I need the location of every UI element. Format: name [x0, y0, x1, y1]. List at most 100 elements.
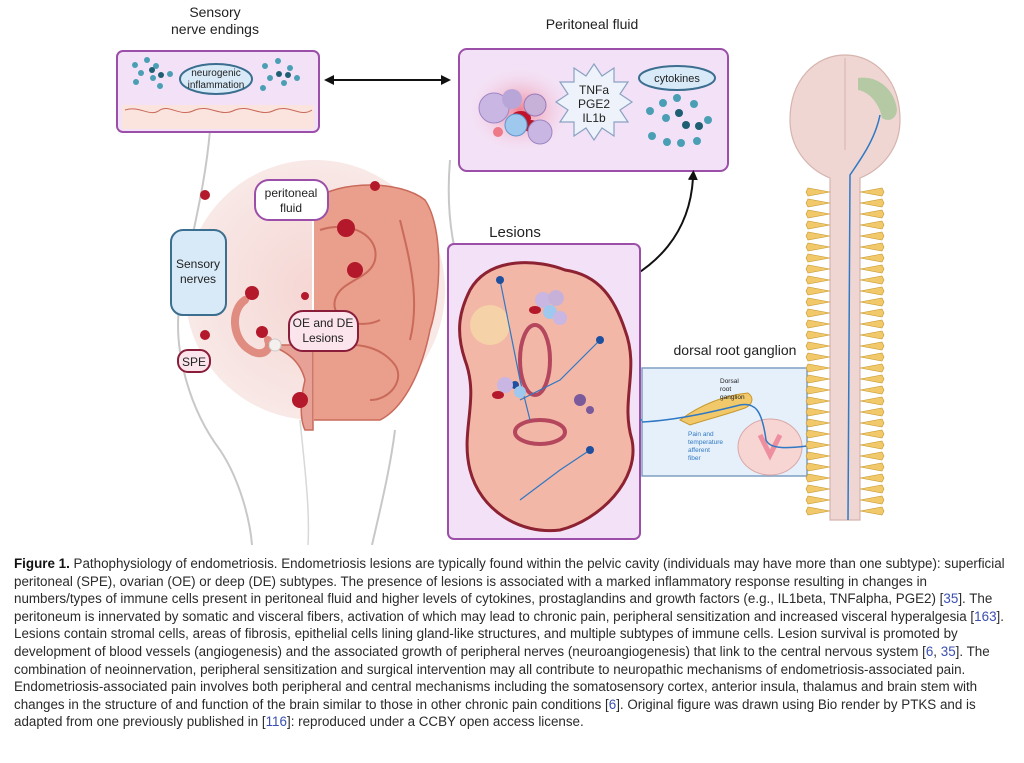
- spinal-ganglion: [805, 308, 831, 318]
- spinal-ganglion: [805, 440, 831, 450]
- svg-text:neurogenic: neurogenic: [191, 68, 240, 79]
- spinal-ganglion: [859, 231, 885, 241]
- spinal-ganglion: [805, 297, 831, 307]
- spinal-ganglion: [859, 429, 885, 439]
- svg-text:nerves: nerves: [180, 272, 216, 286]
- brain-spinal-cord: [789, 54, 901, 521]
- svg-text:Peritoneal fluid: Peritoneal fluid: [546, 16, 639, 32]
- spinal-ganglion: [805, 286, 831, 296]
- citation-link[interactable]: 35: [943, 591, 959, 607]
- caption-text: ]. The combination of neoinnervation, pe…: [14, 643, 990, 712]
- svg-text:OE and DE: OE and DE: [293, 316, 354, 330]
- citation-link[interactable]: 6: [925, 643, 934, 659]
- spinal-ganglion: [805, 253, 831, 263]
- immune-cells: [478, 89, 553, 145]
- spinal-ganglion: [859, 341, 885, 351]
- spinal-ganglion: [805, 429, 831, 439]
- spinal-ganglion: [805, 495, 831, 505]
- citation-link[interactable]: 35: [940, 643, 956, 659]
- svg-text:IL1b: IL1b: [582, 111, 606, 125]
- spinal-ganglion: [859, 308, 885, 318]
- spinal-ganglion: [859, 363, 885, 373]
- caption-text: ]. Original figure was drawn using Bio r…: [14, 696, 976, 730]
- spinal-ganglion: [859, 462, 885, 472]
- svg-text:inflammation: inflammation: [188, 80, 245, 91]
- citation-link[interactable]: 163: [974, 608, 997, 624]
- figure-label: Figure 1.: [14, 556, 70, 571]
- spinal-ganglion: [859, 385, 885, 395]
- svg-text:SPE: SPE: [182, 355, 206, 369]
- spinal-ganglion: [805, 396, 831, 406]
- spinal-ganglion: [859, 198, 885, 208]
- label-peritoneal-fluid: peritoneal fluid: [254, 179, 329, 221]
- panel-peritoneal-fluid: Peritoneal fluid TNFa PGE2 IL1b cytokine…: [458, 16, 729, 172]
- spinal-ganglion: [859, 275, 885, 285]
- panel-sensory-nerve-endings: Sensory nerve endings neurogenic inflamm…: [116, 4, 320, 133]
- spinal-ganglion: [859, 506, 885, 516]
- spinal-ganglion: [859, 352, 885, 362]
- uterus-illustration: [231, 296, 314, 431]
- spinal-ganglion: [859, 396, 885, 406]
- spinal-ganglion: [805, 506, 831, 516]
- caption-text: ,: [933, 643, 941, 659]
- spinal-ganglion: [859, 220, 885, 230]
- spinal-ganglion: [805, 418, 831, 428]
- spinal-ganglion: [859, 330, 885, 340]
- label-spe: SPE: [177, 349, 211, 373]
- spinal-ganglion: [805, 330, 831, 340]
- spinal-ganglion: [859, 319, 885, 329]
- label-oe-de-lesions: OE and DE Lesions: [288, 310, 359, 352]
- spinal-ganglion: [859, 418, 885, 428]
- svg-text:afferent: afferent: [688, 447, 710, 454]
- figure-caption: Figure 1. Pathophysiology of endometrios…: [14, 555, 1014, 731]
- spinal-ganglion: [805, 275, 831, 285]
- figure-illustration: peritoneal fluid Sensory nerves OE and D…: [116, 4, 901, 545]
- spinal-ganglion: [805, 198, 831, 208]
- spinal-ganglion: [805, 385, 831, 395]
- spinal-ganglia: [805, 187, 885, 516]
- spinal-ganglion: [859, 374, 885, 384]
- spinal-ganglion: [805, 407, 831, 417]
- citation-link[interactable]: 116: [265, 714, 287, 730]
- svg-text:cytokines: cytokines: [654, 73, 700, 85]
- svg-text:fiber: fiber: [688, 455, 701, 462]
- svg-text:TNFa: TNFa: [579, 83, 609, 97]
- panel-dorsal-root-ganglion: dorsal root ganglion Dorsal root ganglio…: [641, 342, 808, 477]
- label-sensory-nerves: Sensory nerves: [170, 229, 227, 316]
- svg-text:root: root: [720, 386, 731, 393]
- spinal-ganglion: [859, 297, 885, 307]
- spinal-ganglion: [859, 286, 885, 296]
- spinal-ganglion: [805, 473, 831, 483]
- spinal-ganglion: [805, 451, 831, 461]
- spinal-ganglion: [805, 341, 831, 351]
- caption-text: ]. Lesions contain stromal cells, areas …: [14, 608, 1004, 659]
- spinal-ganglion: [805, 264, 831, 274]
- svg-text:Sensory: Sensory: [176, 257, 220, 271]
- caption-text: ]. The peritoneum is innervated by somat…: [14, 591, 993, 624]
- insula-highlight: [858, 77, 897, 120]
- spinal-ganglion: [805, 242, 831, 252]
- spinal-ganglion: [805, 363, 831, 373]
- spinal-ganglion: [859, 473, 885, 483]
- citation-link[interactable]: 6: [608, 696, 617, 712]
- svg-text:Lesions: Lesions: [489, 224, 541, 241]
- svg-text:Pain and: Pain and: [688, 431, 714, 438]
- panel-lesions: Lesions: [447, 224, 641, 540]
- intestines-illustration: [312, 184, 440, 430]
- spinal-ganglion: [805, 319, 831, 329]
- spinal-ganglion: [859, 451, 885, 461]
- svg-text:nerve endings: nerve endings: [171, 21, 259, 37]
- svg-text:Sensory: Sensory: [189, 4, 240, 20]
- spinal-ganglion: [805, 231, 831, 241]
- spinal-ganglion: [859, 440, 885, 450]
- spinal-ganglion: [805, 220, 831, 230]
- caption-text: ]: reproduced under a CCBY open access l…: [286, 714, 584, 730]
- spinal-ganglion: [859, 264, 885, 274]
- spinal-ganglion: [805, 374, 831, 384]
- spinal-ganglion: [859, 253, 885, 263]
- spinal-ganglion: [859, 187, 885, 197]
- spinal-ganglion: [805, 187, 831, 197]
- caption-text: Pathophysiology of endometriosis. Endome…: [14, 556, 1005, 607]
- svg-text:Dorsal: Dorsal: [720, 378, 739, 385]
- spinal-ganglion: [859, 209, 885, 219]
